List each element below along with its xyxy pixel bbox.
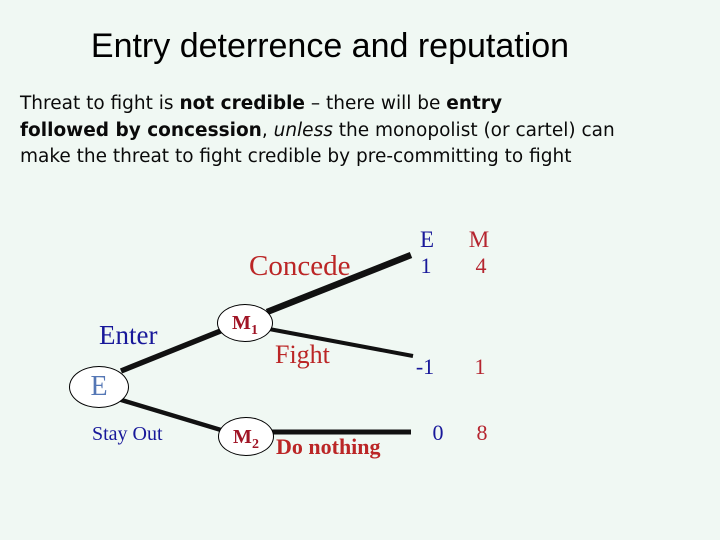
branch-label-do-nothing: Do nothing	[276, 434, 381, 459]
node-monopolist-2: M2	[218, 417, 274, 456]
payoff-do-nothing-monopolist: 8	[476, 420, 488, 445]
body-segment: ,	[261, 119, 274, 141]
body-segment: – there will be	[304, 93, 447, 114]
node-monopolist-2-label: M2	[233, 425, 259, 452]
edge-concede	[265, 251, 413, 316]
slide-body: Threat to fight is not credible – there …	[20, 91, 716, 171]
edge-stay-out	[117, 396, 222, 433]
slide-title: Entry deterrence and reputation	[90, 27, 570, 65]
body-line-2: followed by concession, unless the monop…	[20, 118, 716, 145]
node-monopolist-2-letter: M	[233, 425, 252, 448]
body-line-3: make the threat to fight credible by pre…	[20, 144, 716, 171]
payoff-header-monopolist: M	[468, 227, 490, 252]
node-monopolist-1-label: M1	[232, 312, 258, 338]
branch-label-concede: Concede	[249, 250, 351, 282]
node-entrant: E	[69, 366, 129, 408]
payoff-fight-monopolist: 1	[474, 354, 486, 379]
payoff-concede-monopolist: 4	[475, 253, 487, 278]
body-segment: the monopolist (or cartel) can	[332, 119, 615, 141]
node-monopolist-1-letter: M	[232, 312, 251, 334]
branch-label-fight: Fight	[275, 340, 330, 369]
payoff-header-entrant: E	[419, 227, 435, 252]
node-monopolist-1-subscript: 1	[250, 323, 258, 338]
branch-label-stay-out: Stay Out	[92, 423, 163, 445]
body-segment-bold: followed by concession	[20, 119, 262, 141]
body-segment: Threat to fight is	[20, 93, 180, 114]
edge-enter	[119, 327, 225, 374]
edge-fight	[268, 327, 414, 358]
payoff-do-nothing-entrant: 0	[432, 420, 444, 445]
node-monopolist-2-subscript: 2	[251, 436, 259, 452]
body-line-1: Threat to fight is not credible – there …	[20, 91, 716, 118]
payoff-concede-entrant: 1	[420, 253, 432, 278]
branch-label-enter: Enter	[99, 320, 158, 350]
node-entrant-label: E	[90, 371, 108, 402]
body-segment-italic: unless	[273, 119, 333, 141]
body-segment-bold: entry	[446, 93, 503, 114]
node-monopolist-1: M1	[217, 304, 273, 342]
payoff-fight-entrant: -1	[415, 354, 435, 379]
body-segment-bold: not credible	[179, 93, 305, 114]
body-segment: make the threat to fight credible by pre…	[20, 146, 572, 167]
